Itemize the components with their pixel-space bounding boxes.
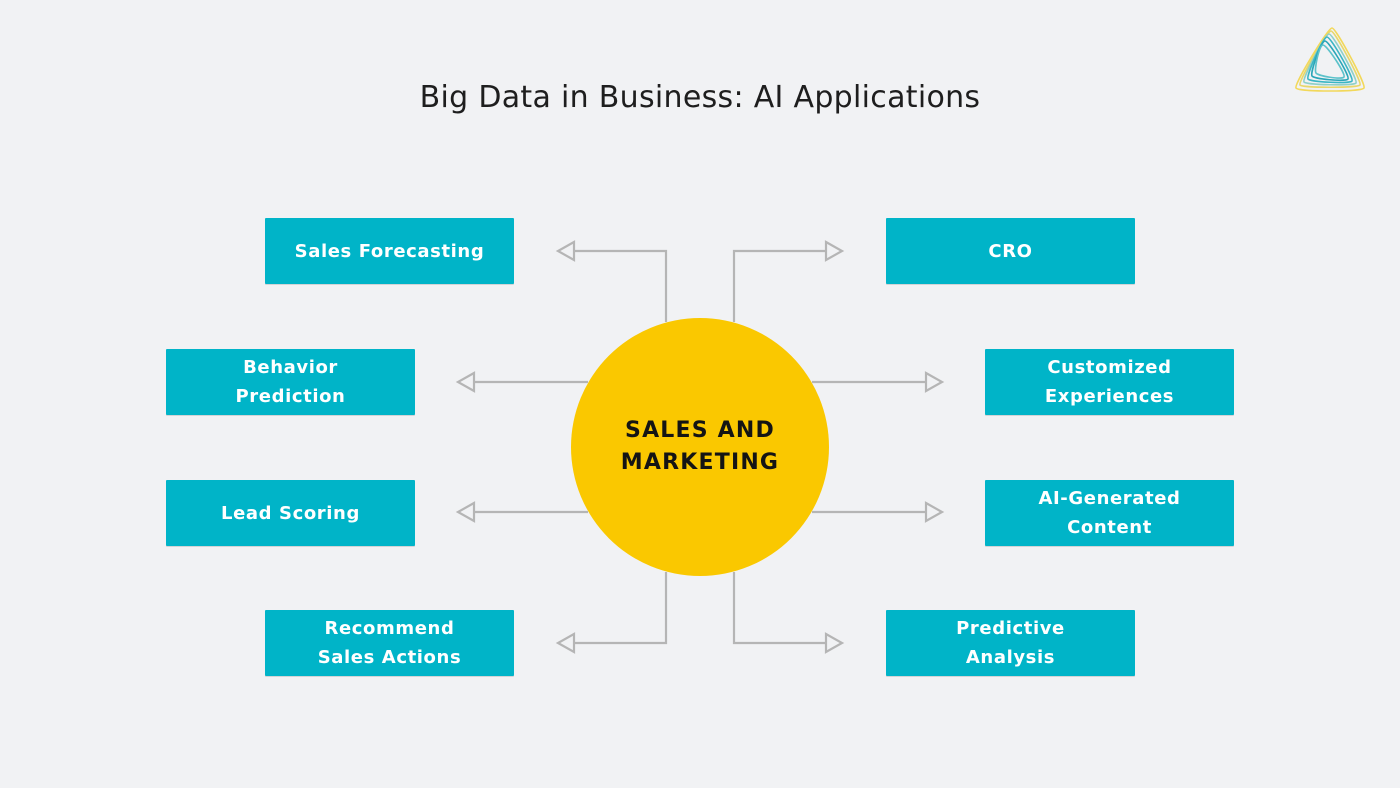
node-customized-experiences: Customized Experiences	[985, 349, 1234, 415]
arrowhead-cro	[824, 240, 845, 262]
arrowhead-recommend-sales-actions	[555, 632, 576, 654]
triangle-logo-icon	[1295, 27, 1365, 92]
arrowhead-sales-forecasting	[555, 240, 576, 262]
node-cro: CRO	[886, 218, 1135, 284]
page-title: Big Data in Business: AI Applications	[419, 80, 981, 115]
node-sales-forecasting: Sales Forecasting	[265, 218, 514, 284]
arrowhead-predictive-analysis	[824, 632, 845, 654]
connector-cro	[732, 249, 826, 322]
arrowhead-customized-experiences	[924, 371, 945, 393]
node-behavior-prediction: Behavior Prediction	[166, 349, 415, 415]
node-lead-scoring: Lead Scoring	[166, 480, 415, 546]
connector-recommend-sales-actions	[574, 572, 668, 645]
center-circle-sales-and-marketing: SALES AND MARKETING	[571, 318, 829, 576]
arrowhead-lead-scoring	[455, 501, 476, 523]
connector-sales-forecasting	[574, 249, 668, 322]
node-predictive-analysis: Predictive Analysis	[886, 610, 1135, 676]
node-ai-generated-content: AI-Generated Content	[985, 480, 1234, 546]
arrowhead-ai-generated-content	[924, 501, 945, 523]
connector-predictive-analysis	[732, 572, 826, 645]
node-recommend-sales-actions: Recommend Sales Actions	[265, 610, 514, 676]
arrowhead-behavior-prediction	[455, 371, 476, 393]
